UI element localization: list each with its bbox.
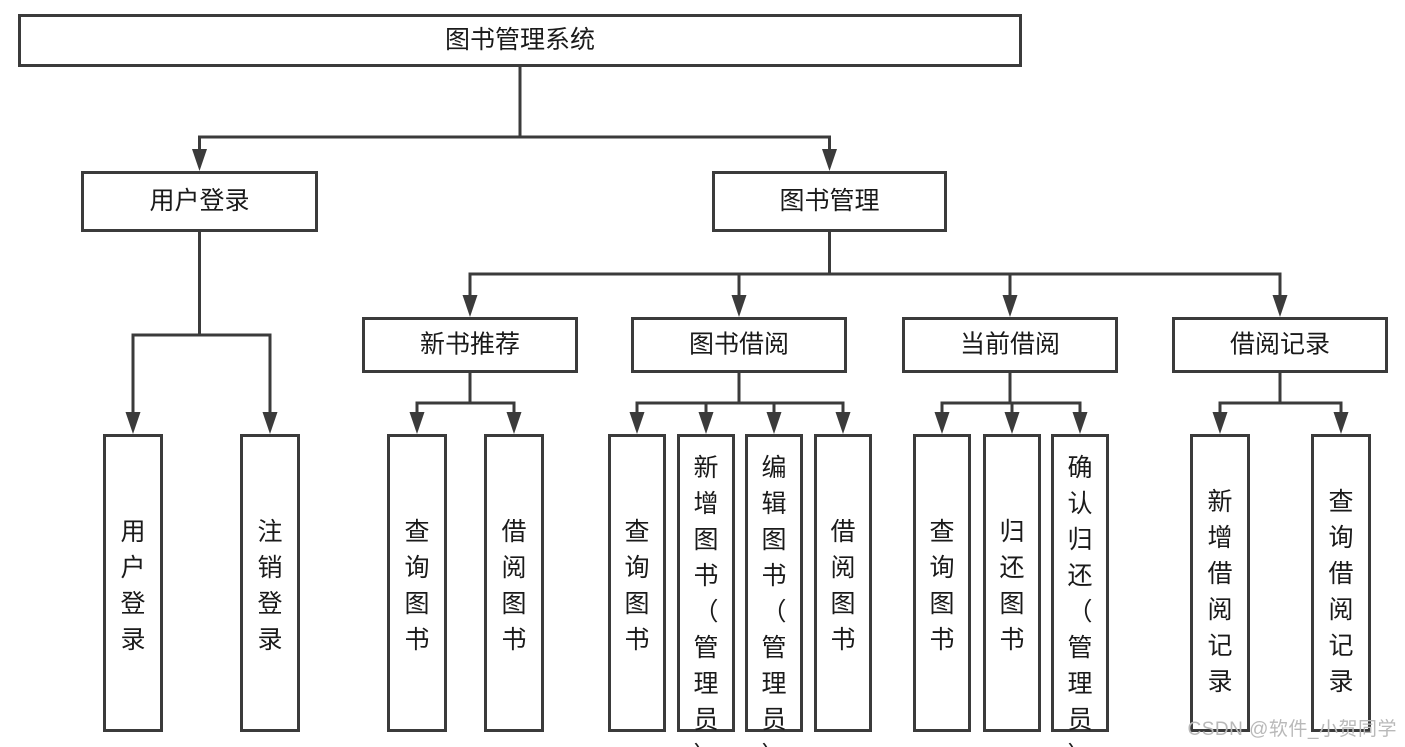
node-box (677, 434, 735, 732)
connector-book-borrow-to-leaf-borrow-book-2 (737, 373, 851, 434)
node-label: 借阅记录 (1230, 331, 1330, 359)
node-leaf-borrow-book-1[interactable]: 借阅图书 (484, 434, 544, 732)
node-leaf-logout[interactable]: 注销登录 (240, 434, 300, 732)
arrow-head-icon (462, 295, 478, 317)
arrow-head-icon (1212, 412, 1228, 434)
node-leaf-query-record[interactable]: 查询借阅记录 (1311, 434, 1371, 732)
node-label: 确认归还（管理员） (1067, 454, 1092, 747)
arrow-head-icon (1272, 295, 1288, 317)
connector-book-manage-to-borrow-record (828, 232, 1288, 317)
node-leaf-borrow-book-2[interactable]: 借阅图书 (814, 434, 872, 732)
arrow-head-icon (698, 412, 714, 434)
arrow-head-icon (409, 412, 425, 434)
node-leaf-query-book-2[interactable]: 查询图书 (608, 434, 666, 732)
arrow-head-icon (835, 412, 851, 434)
connector-new-book-rec-to-leaf-borrow-book-1 (468, 373, 522, 434)
connector-root-to-book-manage (518, 67, 837, 171)
node-leaf-return-book[interactable]: 归还图书 (983, 434, 1041, 732)
node-leaf-user-login[interactable]: 用户登录 (103, 434, 163, 732)
node-box (1172, 317, 1388, 373)
arrow-head-icon (506, 412, 522, 434)
node-label: 新书推荐 (420, 331, 520, 359)
node-label: 编辑图书（管理员） (761, 454, 786, 747)
node-leaf-add-book[interactable]: 新增图书（管理员） (677, 434, 735, 747)
node-current-borrow[interactable]: 当前借阅 (902, 317, 1118, 373)
arrow-head-icon (1004, 412, 1020, 434)
node-box (103, 434, 163, 732)
node-box (81, 171, 318, 232)
node-box (983, 434, 1041, 732)
connector-new-book-rec-to-leaf-query-book-1 (409, 373, 472, 434)
node-box (1190, 434, 1250, 732)
node-label: 查询图书 (404, 518, 429, 654)
arrow-head-icon (629, 412, 645, 434)
node-label: 归还图书 (999, 518, 1024, 654)
node-user-login[interactable]: 用户登录 (81, 171, 318, 232)
node-leaf-query-book-3[interactable]: 查询图书 (913, 434, 971, 732)
node-box (1311, 434, 1371, 732)
arrow-head-icon (1072, 412, 1088, 434)
node-leaf-query-book-1[interactable]: 查询图书 (387, 434, 447, 732)
node-box (712, 171, 947, 232)
connector-borrow-record-to-leaf-query-record (1278, 373, 1349, 434)
node-box (608, 434, 666, 732)
node-box (484, 434, 544, 732)
connector-book-manage-to-book-borrow (731, 232, 831, 317)
connector-current-borrow-to-leaf-query-book-3 (934, 373, 1012, 434)
node-box (745, 434, 803, 732)
connector-user-login-to-leaf-user-login (125, 232, 201, 434)
node-label: 图书借阅 (689, 331, 789, 359)
node-label: 新增图书（管理员） (693, 454, 718, 747)
node-label: 注销登录 (257, 518, 282, 654)
node-label: 图书管理系统 (445, 26, 595, 54)
node-box (913, 434, 971, 732)
connector-borrow-record-to-leaf-add-record (1212, 373, 1282, 434)
connector-current-borrow-to-leaf-confirm-return (1008, 373, 1088, 434)
node-label: 查询图书 (624, 518, 649, 654)
arrow-head-icon (766, 412, 782, 434)
node-leaf-edit-book[interactable]: 编辑图书（管理员） (745, 434, 803, 747)
arrow-head-icon (125, 412, 141, 434)
node-label: 用户登录 (149, 187, 249, 215)
node-box (1051, 434, 1109, 732)
node-box (814, 434, 872, 732)
node-new-book-rec[interactable]: 新书推荐 (362, 317, 578, 373)
arrow-head-icon (262, 412, 278, 434)
arrow-head-icon (822, 149, 837, 171)
node-box (362, 317, 578, 373)
arrow-head-icon (731, 295, 747, 317)
node-box (902, 317, 1118, 373)
node-book-manage[interactable]: 图书管理 (712, 171, 947, 232)
node-box (18, 14, 1022, 67)
node-leaf-add-record[interactable]: 新增借阅记录 (1190, 434, 1250, 732)
node-label: 当前借阅 (960, 331, 1060, 359)
node-book-borrow[interactable]: 图书借阅 (631, 317, 847, 373)
node-box (387, 434, 447, 732)
node-box (240, 434, 300, 732)
node-label: 借阅图书 (501, 518, 526, 654)
connector-layer (125, 67, 1349, 434)
node-root[interactable]: 图书管理系统 (18, 14, 1022, 67)
arrow-head-icon (1333, 412, 1349, 434)
arrow-head-icon (1002, 295, 1018, 317)
node-label: 新增借阅记录 (1207, 488, 1232, 696)
connector-user-login-to-leaf-logout (198, 232, 278, 434)
arrow-head-icon (934, 412, 950, 434)
node-label: 图书管理 (779, 187, 879, 215)
node-label: 查询借阅记录 (1328, 488, 1353, 696)
node-leaf-confirm-return[interactable]: 确认归还（管理员） (1051, 434, 1109, 747)
node-box (631, 317, 847, 373)
node-label: 借阅图书 (830, 518, 855, 654)
arrow-head-icon (192, 149, 207, 171)
connector-root-to-user-login (192, 67, 522, 171)
connector-book-borrow-to-leaf-add-book (698, 373, 741, 434)
node-label: 查询图书 (929, 518, 954, 654)
node-layer: 图书管理系统用户登录图书管理新书推荐图书借阅当前借阅借阅记录用户登录注销登录查询… (18, 14, 1388, 747)
node-borrow-record[interactable]: 借阅记录 (1172, 317, 1388, 373)
node-label: 用户登录 (120, 518, 145, 654)
